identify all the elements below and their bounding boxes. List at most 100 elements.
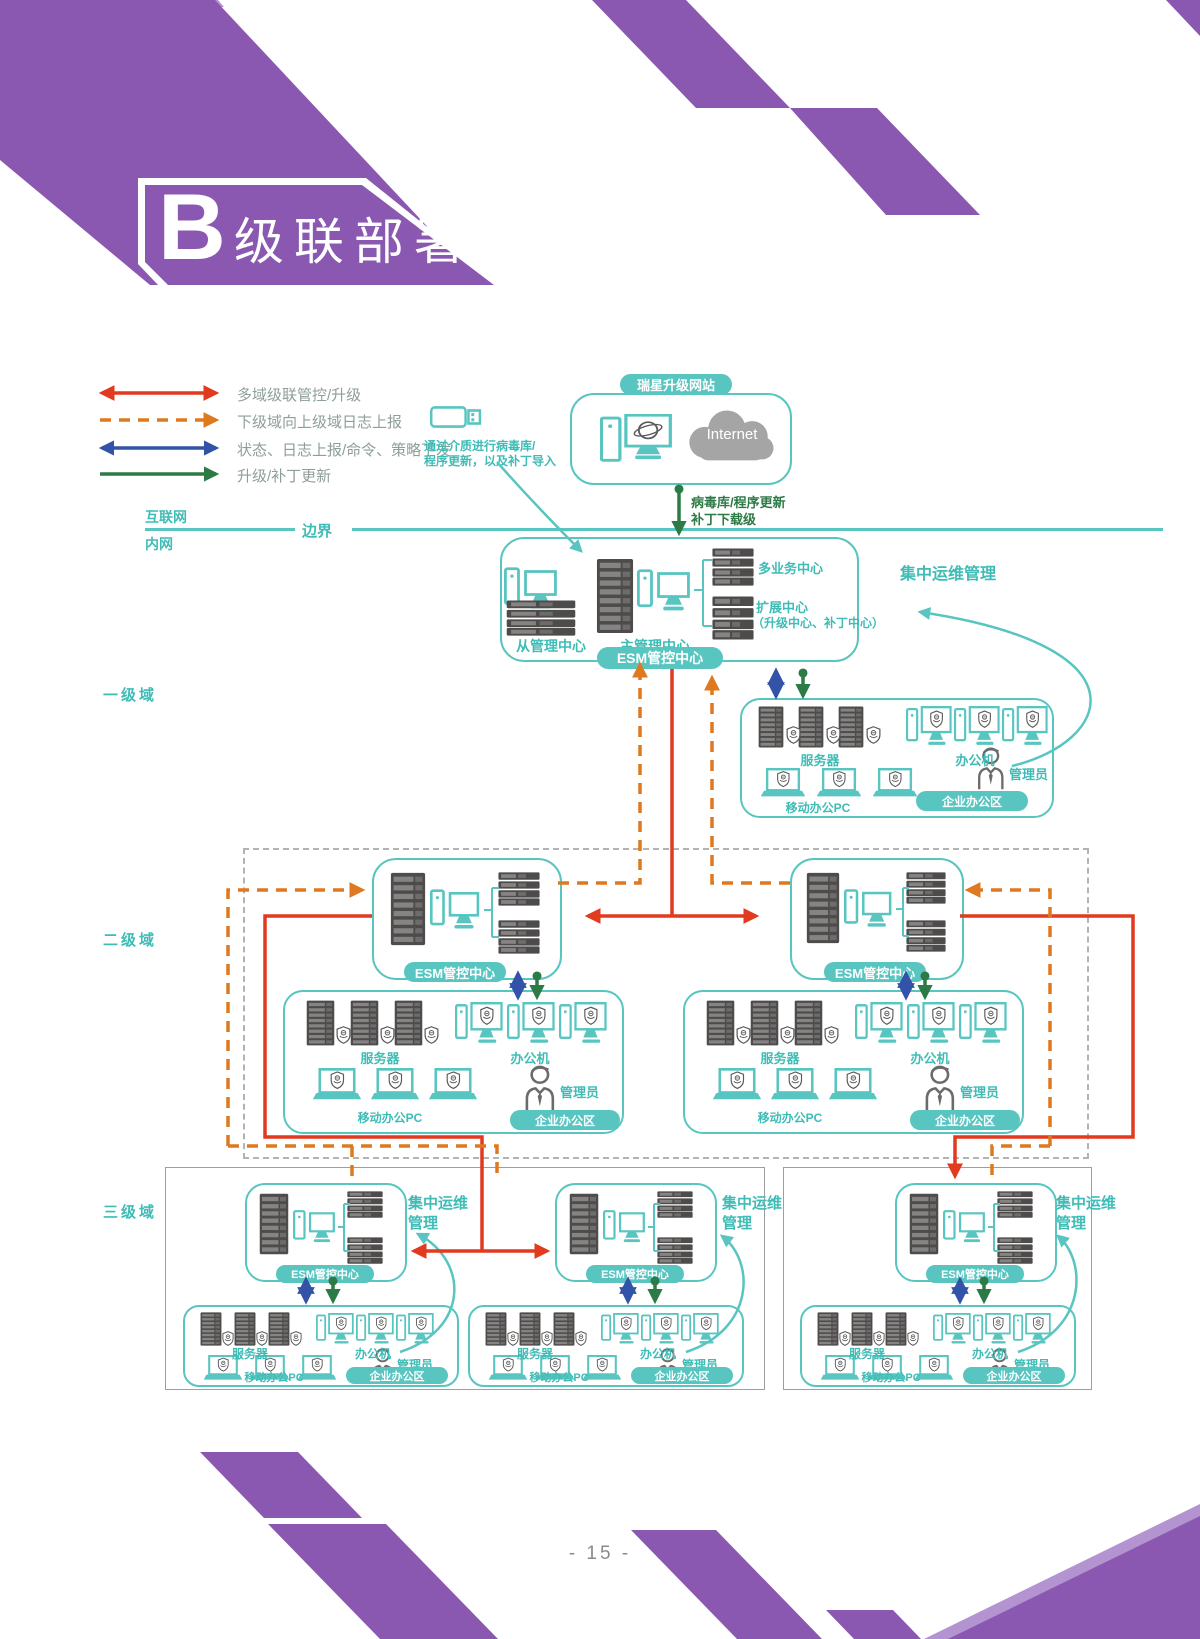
update-path-line2: 补丁下载级: [691, 512, 757, 527]
shield-icon: [839, 1331, 851, 1346]
laptop-icon: [872, 768, 918, 798]
admin-label: 管理员: [1009, 767, 1049, 782]
server-rack-icon: [350, 1000, 379, 1046]
legend-arrow-orange-icon: [100, 411, 220, 429]
server-rack-icon: [234, 1312, 256, 1346]
legend-arrow-red-icon: [98, 384, 220, 402]
server-rack-icon: [306, 1000, 335, 1046]
server-rack-icon: [200, 1312, 222, 1346]
server-stack-icon: [657, 1237, 693, 1264]
shield-icon: [380, 1026, 395, 1044]
office-pc-icon: [316, 1313, 354, 1346]
shield-icon: [786, 726, 801, 744]
office-pc-icon: [1002, 706, 1048, 748]
network-internet-label: 互联网: [145, 509, 187, 525]
server-stack-icon: [906, 920, 946, 952]
office-pc-icon: [1013, 1313, 1051, 1346]
master-rack-icon: [596, 558, 634, 634]
office-pcs-label: 办公机: [510, 1051, 550, 1066]
server-stack-icon: [347, 1237, 383, 1264]
server-rack-icon: [485, 1312, 507, 1346]
server-rack-icon: [798, 706, 824, 748]
shield-icon: [826, 726, 841, 744]
mobile-pcs-label: 移动办公PC: [861, 1372, 921, 1384]
ops-l3-mid-label2: 管理: [722, 1215, 753, 1232]
laptop-icon: [428, 1068, 478, 1101]
office-pc-icon: [906, 706, 952, 748]
expansion-label: 扩展中心: [756, 600, 809, 615]
esm-l3-mid-pill: ESM管控中心: [586, 1265, 684, 1283]
servers-label: 服务器: [360, 1051, 400, 1066]
server-rack-icon: [394, 1000, 423, 1046]
slave-center-label: 从管理中心: [516, 638, 586, 654]
office-pc-icon: [907, 1002, 955, 1046]
ops-l3-right-label1: 集中运维: [1056, 1195, 1117, 1212]
server-rack-icon: [794, 1000, 823, 1046]
office-pcs-label: 办公机: [354, 1347, 391, 1361]
office-pc-icon: [356, 1313, 394, 1346]
office-l2-left-pill: 企业办公区: [510, 1110, 620, 1130]
usb-drive-icon: [430, 406, 482, 428]
slave-server-stack-icon: [506, 600, 576, 636]
shield-icon: [575, 1331, 587, 1346]
mobile-pcs-label: 移动办公PC: [785, 801, 851, 815]
office-pcs-label: 办公机: [910, 1051, 950, 1066]
ops-l3-mid-label1: 集中运维: [722, 1195, 783, 1212]
office-pc-icon: [855, 1002, 903, 1046]
legend-label-status-policy: 状态、日志上报/命令、策略下发: [237, 442, 452, 459]
master-rack-icon: [259, 1193, 289, 1255]
boundary-line-right: [352, 528, 1163, 531]
page-title-text: 级联部署: [233, 214, 474, 270]
esm-l2-right-pill: ESM管控中心: [824, 962, 926, 982]
office-l3-mid-pill: 企业办公区: [631, 1367, 733, 1384]
ops-l3-left-label1: 集中运维: [408, 1195, 469, 1212]
server-rack-icon: [885, 1312, 907, 1346]
esm-pc-icon: [603, 1210, 645, 1244]
office-pc-icon: [933, 1313, 971, 1346]
office-l1-pill: 企业办公区: [916, 791, 1028, 811]
internet-cloud-text: Internet: [706, 426, 758, 443]
esm-l3-right-pill: ESM管控中心: [926, 1265, 1024, 1283]
master-pc-icon: [637, 569, 690, 612]
esm-pc-icon: [430, 889, 480, 930]
update-server-icon: [600, 414, 672, 462]
office-pc-icon: [681, 1313, 719, 1346]
esm-l3-left-pill: ESM管控中心: [276, 1265, 374, 1283]
office-l2-right-pill: 企业办公区: [910, 1110, 1020, 1130]
master-rack-icon: [390, 872, 426, 946]
server-stack-icon: [997, 1237, 1033, 1264]
admin-label: 管理员: [560, 1085, 600, 1100]
master-rack-icon: [909, 1193, 939, 1255]
server-rack-icon: [553, 1312, 575, 1346]
servers-label: 服务器: [760, 1051, 800, 1066]
server-rack-icon: [750, 1000, 779, 1046]
admin-label: 管理员: [960, 1085, 1000, 1100]
shield-icon: [336, 1026, 351, 1044]
laptop-icon: [816, 768, 862, 798]
legend-label-upgrade-patch: 升级/补丁更新: [237, 468, 332, 485]
shield-icon: [507, 1331, 519, 1346]
expansion-sub-label: （升级中心、补丁中心）: [752, 616, 885, 630]
network-boundary-label: 边界: [302, 523, 333, 540]
office-pc-icon: [601, 1313, 639, 1346]
server-rack-icon: [817, 1312, 839, 1346]
server-stack-icon: [906, 872, 946, 904]
esm-pc-icon: [293, 1210, 335, 1244]
office-l3-left-pill: 企业办公区: [346, 1367, 448, 1384]
office-pc-icon: [973, 1313, 1011, 1346]
mobile-pcs-label: 移动办公PC: [529, 1372, 589, 1384]
office-pcs-label: 办公机: [955, 753, 995, 768]
legend-arrow-green-icon: [100, 466, 220, 482]
media-note-line1: 通过介质进行病毒库/: [424, 439, 536, 453]
ops-l3-left-label2: 管理: [408, 1215, 439, 1232]
server-rack-icon: [758, 706, 784, 748]
office-pc-icon: [954, 706, 1000, 748]
ops-l3-right-label2: 管理: [1056, 1215, 1087, 1232]
shield-icon: [907, 1331, 919, 1346]
shield-icon: [290, 1331, 302, 1346]
laptop-icon: [370, 1068, 420, 1101]
shield-icon: [222, 1331, 234, 1346]
server-stack-icon: [657, 1191, 693, 1218]
server-rack-icon: [838, 706, 864, 748]
